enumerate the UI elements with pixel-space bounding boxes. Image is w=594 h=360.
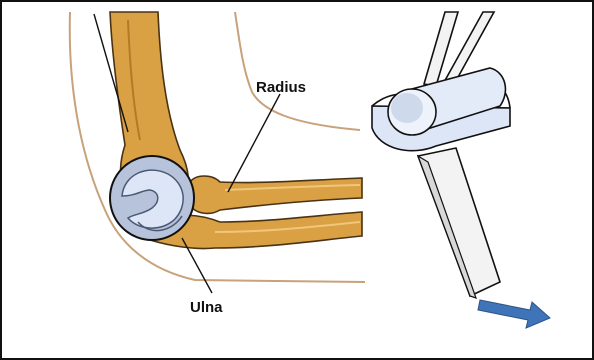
radius-label: Radius [256, 79, 306, 96]
hinge-cylinder-end-shade [391, 93, 423, 123]
ulna-label: Ulna [190, 299, 223, 316]
